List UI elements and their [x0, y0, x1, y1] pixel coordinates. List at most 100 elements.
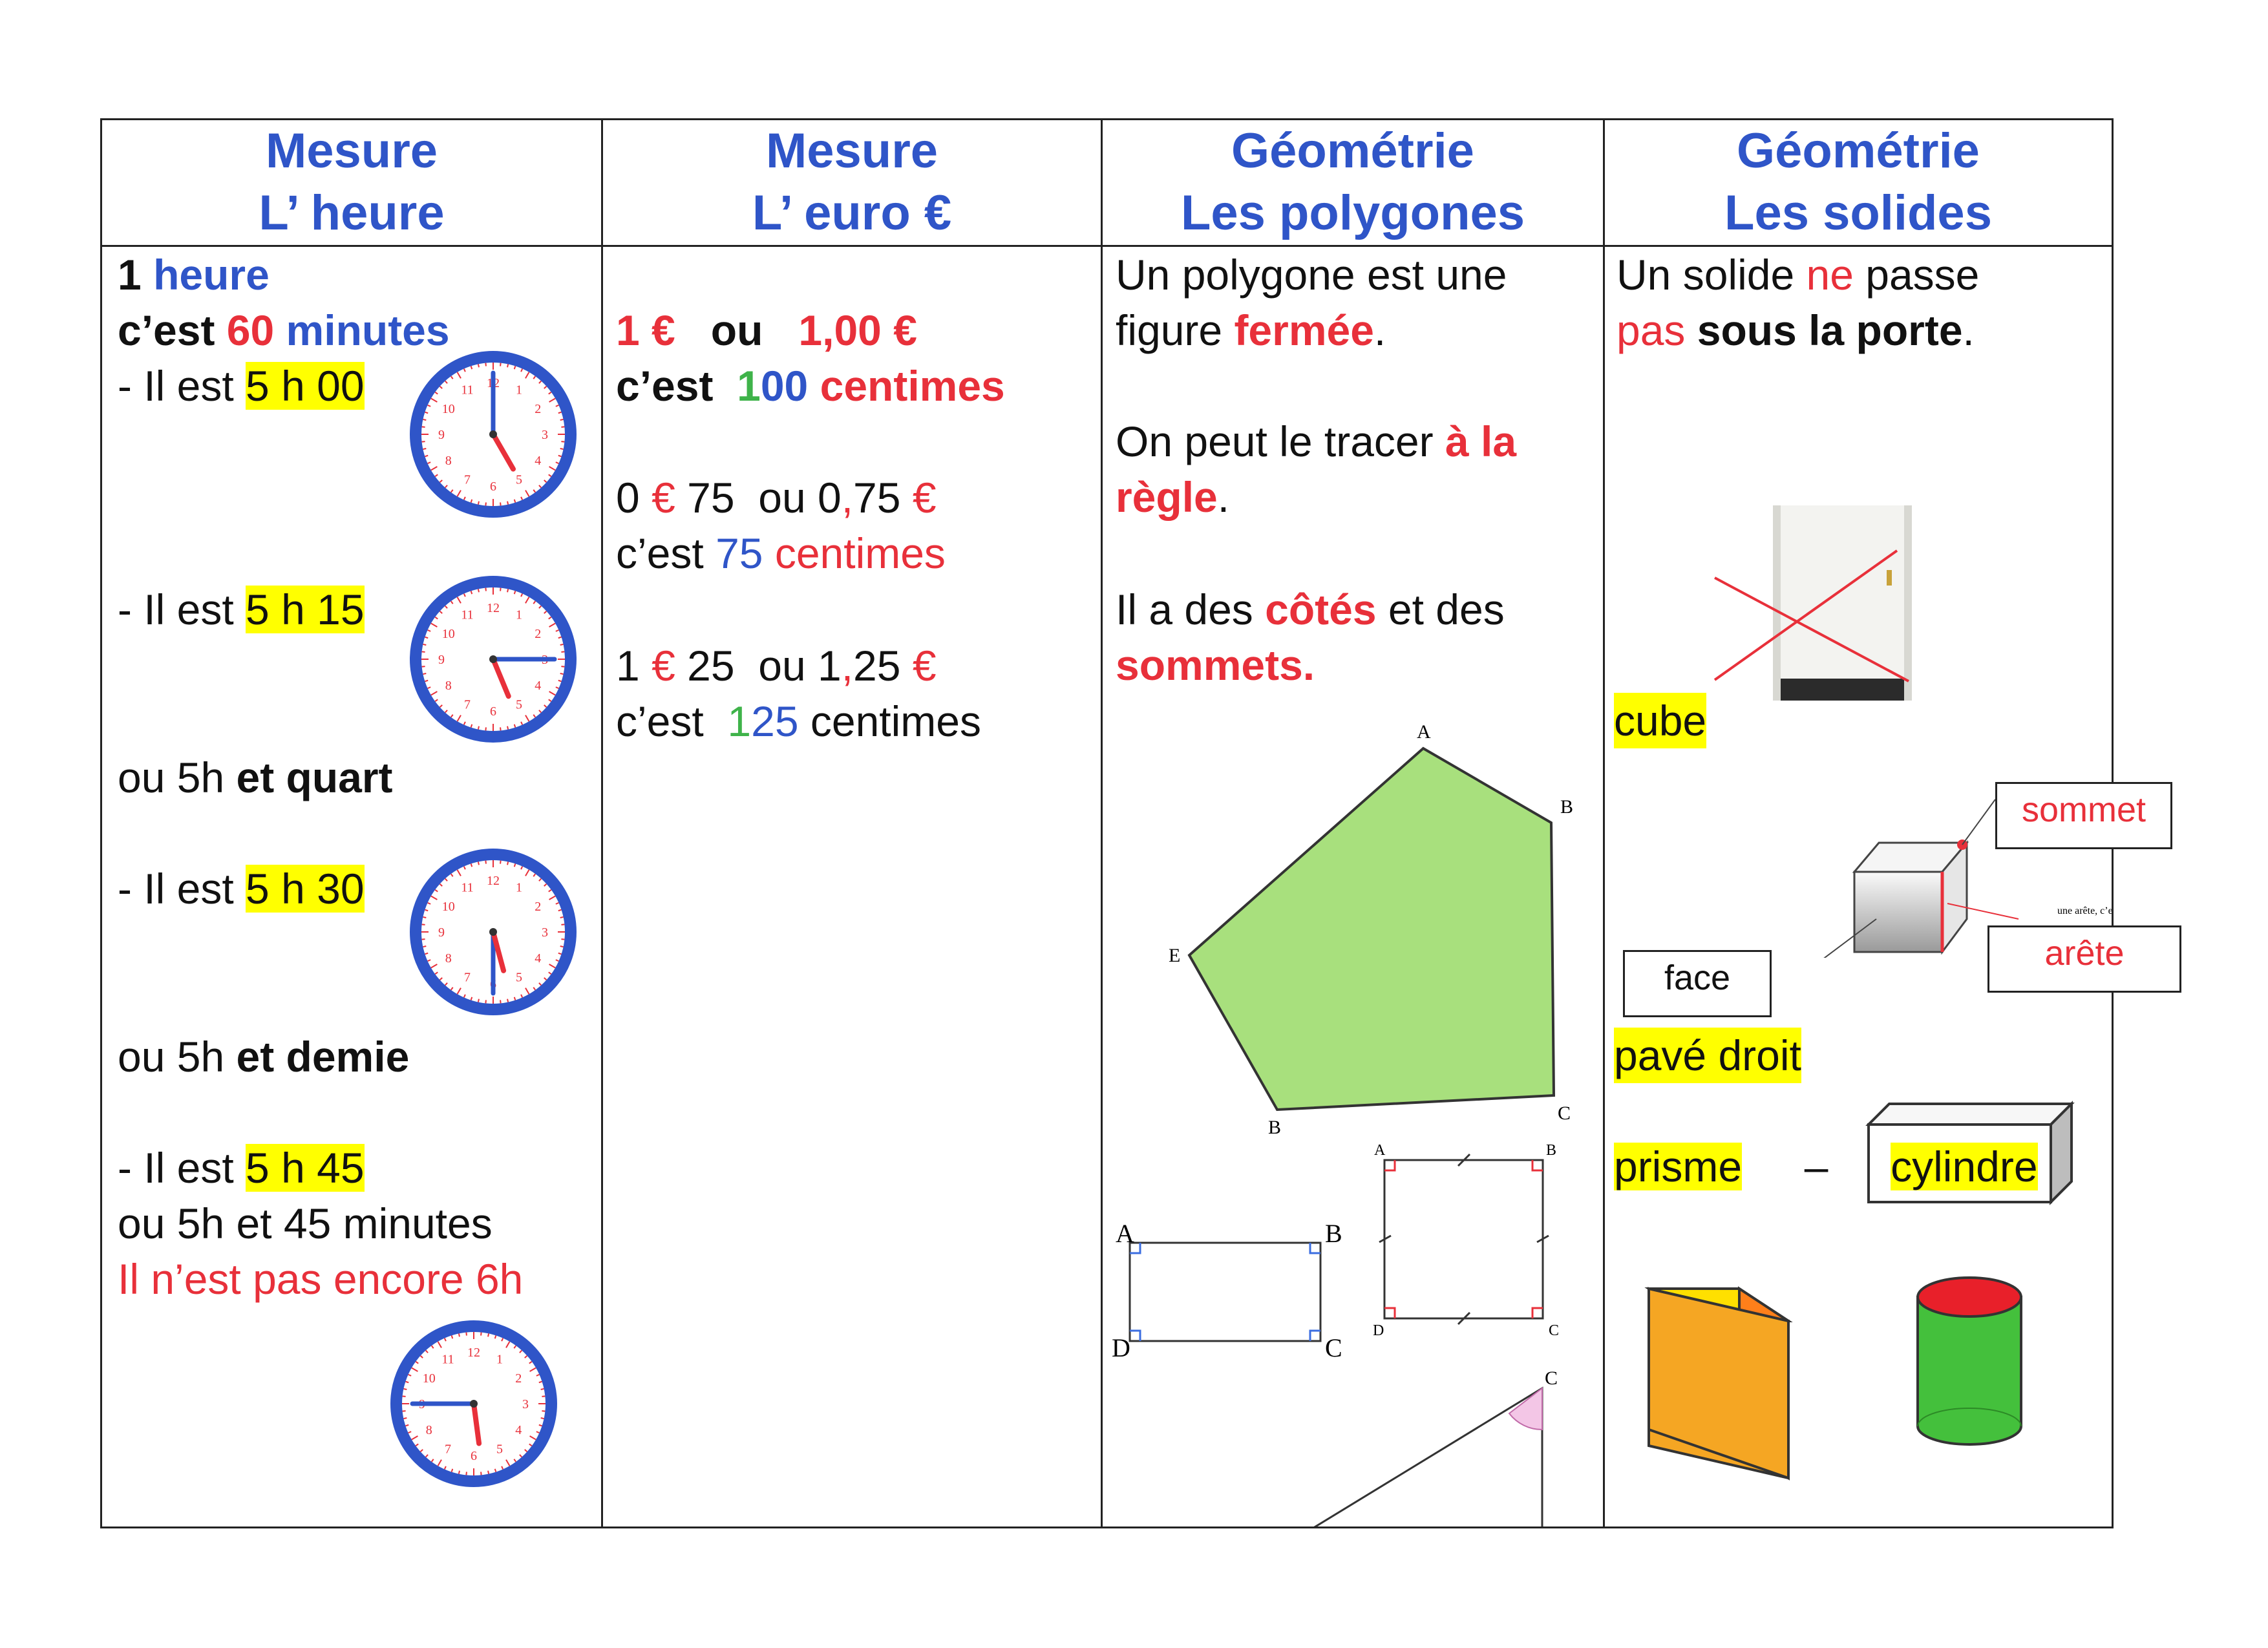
column-divider [1603, 120, 1605, 1527]
prisme-cylindre-line: prisme – cylindre [1614, 1139, 2066, 1194]
triangle-shape [1313, 1386, 1543, 1527]
solid-line-2: pas sous la porte. [1616, 302, 1975, 358]
clock-number: 1 [516, 881, 522, 895]
right-angle-marks [1384, 1160, 1543, 1318]
intro-number: 1 [118, 251, 142, 299]
pentagon-shape [1187, 746, 1556, 1112]
clock-5h15-icon: 121234567891011 [410, 576, 577, 743]
euro-amount: 1,00 € [798, 306, 917, 354]
time-highlight: 5 h 45 [246, 1144, 365, 1192]
prisme-label: prisme [1614, 1143, 1743, 1190]
equal-side-ticks [1379, 1153, 1549, 1326]
header-line1: Mesure [765, 123, 938, 178]
solid-text: passe [1865, 251, 1980, 299]
pave-label: pavé droit [1614, 1028, 1801, 1083]
intro-word: heure [153, 251, 270, 299]
alt-bold: et quart [236, 754, 393, 801]
poly-keyword: côtés [1265, 586, 1377, 633]
column-polygones: Un polygone est une figure fermée. On pe… [1103, 247, 1603, 1527]
hour-hand [491, 657, 511, 699]
euro-comma: , [841, 474, 854, 522]
cylinder-icon [1916, 1276, 2022, 1446]
time-line-1: - Il est 5 h 00 [118, 358, 365, 414]
hour-hand [471, 1401, 482, 1446]
column-euro: 1 € ou 1,00 € c’est 100 centimes 0 € 75 … [603, 247, 1101, 1527]
clock-5h30-icon: 121234567891011 [410, 849, 577, 1015]
alt-text: ou 5h [118, 754, 225, 801]
cube-label: cube [1614, 693, 1707, 748]
time-line-4: - Il est 5 h 45 [118, 1140, 365, 1196]
door-crossed-icon [1713, 505, 1912, 701]
def-number: 60 [226, 306, 275, 354]
euro-line-3: 0 € 75 ou 0,75 € [616, 470, 937, 525]
euro-symbol: € [652, 474, 675, 522]
clock-number: 5 [496, 1442, 503, 1456]
dash: – [1804, 1143, 1828, 1190]
intro-line: 1 heure [118, 247, 270, 302]
time-highlight: 5 h 00 [246, 362, 365, 410]
clock-number: 12 [487, 874, 500, 888]
solid-line-1: Un solide ne passe [1616, 247, 1979, 302]
solid-keyword: pas [1616, 306, 1686, 354]
il-est: - Il est [118, 586, 234, 633]
arete-label: arête [1987, 925, 2181, 993]
clock-number: 10 [442, 900, 455, 914]
clock-number: 10 [442, 402, 455, 416]
poly-line-2: figure fermée. [1116, 302, 1386, 358]
prism-icon [1644, 1286, 1793, 1481]
euro-or: ou 0 [758, 474, 842, 522]
time-highlight: 5 h 15 [246, 586, 365, 633]
clock-number: 2 [535, 627, 541, 641]
header-line1: Mesure [265, 123, 438, 178]
euro-digit: 1 [737, 362, 761, 410]
clock-number: 8 [445, 679, 452, 693]
poly-keyword: à la [1445, 417, 1517, 465]
vertex-label: A [1116, 1219, 1134, 1248]
vertex-label: A [1374, 1142, 1386, 1159]
clock-number: 12 [487, 601, 500, 615]
def-text: c’est [118, 306, 215, 354]
poly-line-4: règle. [1116, 469, 1229, 525]
poly-keyword: fermée [1234, 306, 1374, 354]
clock-number: 5 [516, 472, 522, 487]
column-divider [1101, 120, 1103, 1527]
il-est: - Il est [118, 362, 234, 410]
time-highlight: 5 h 30 [246, 865, 365, 913]
euro-digit: 25 [751, 697, 799, 745]
clock-5h45-icon: 121234567891011 [390, 1320, 557, 1487]
clock-number: 4 [535, 679, 541, 693]
clock-number: 6 [490, 480, 496, 494]
alt-text: ou 5h [118, 1033, 225, 1081]
clock-number: 10 [423, 1371, 436, 1386]
euro-line-1: 1 € ou 1,00 € [616, 302, 917, 358]
poly-line-5: Il a des côtés et des [1116, 582, 1505, 637]
solid-text: . [1962, 306, 1975, 354]
vertex-label: B [1325, 1219, 1342, 1248]
clock-number: 8 [426, 1423, 432, 1437]
clock-number: 1 [516, 383, 522, 397]
euro-cest: c’est [616, 362, 714, 410]
euro-centimes: centimes [820, 362, 1005, 410]
header-solides: Géométrie Les solides [1605, 120, 2112, 245]
clock-number: 5 [516, 697, 522, 712]
alt-bold: et demie [236, 1033, 410, 1081]
euro-digit: 1 [616, 642, 640, 690]
euro-or: ou [710, 306, 763, 354]
vertex-label: B [1546, 1142, 1556, 1159]
euro-digit: 25 [687, 642, 735, 690]
clock-number: 9 [438, 653, 445, 667]
vertex-label: E [1169, 945, 1180, 966]
poly-keyword: sommets. [1116, 641, 1315, 689]
hour-hand [491, 432, 516, 472]
clock-number: 8 [445, 454, 452, 468]
euro-comma: , [841, 642, 854, 690]
alt-line-3: ou 5h et demie [118, 1029, 409, 1084]
clock-number: 5 [516, 970, 522, 984]
poly-keyword: règle [1116, 473, 1218, 521]
clock-number: 10 [442, 627, 455, 641]
clock-number: 4 [535, 951, 541, 966]
poly-text: figure [1116, 306, 1223, 354]
time-line-3: - Il est 5 h 30 [118, 861, 365, 916]
euro-symbol: € [912, 642, 937, 690]
